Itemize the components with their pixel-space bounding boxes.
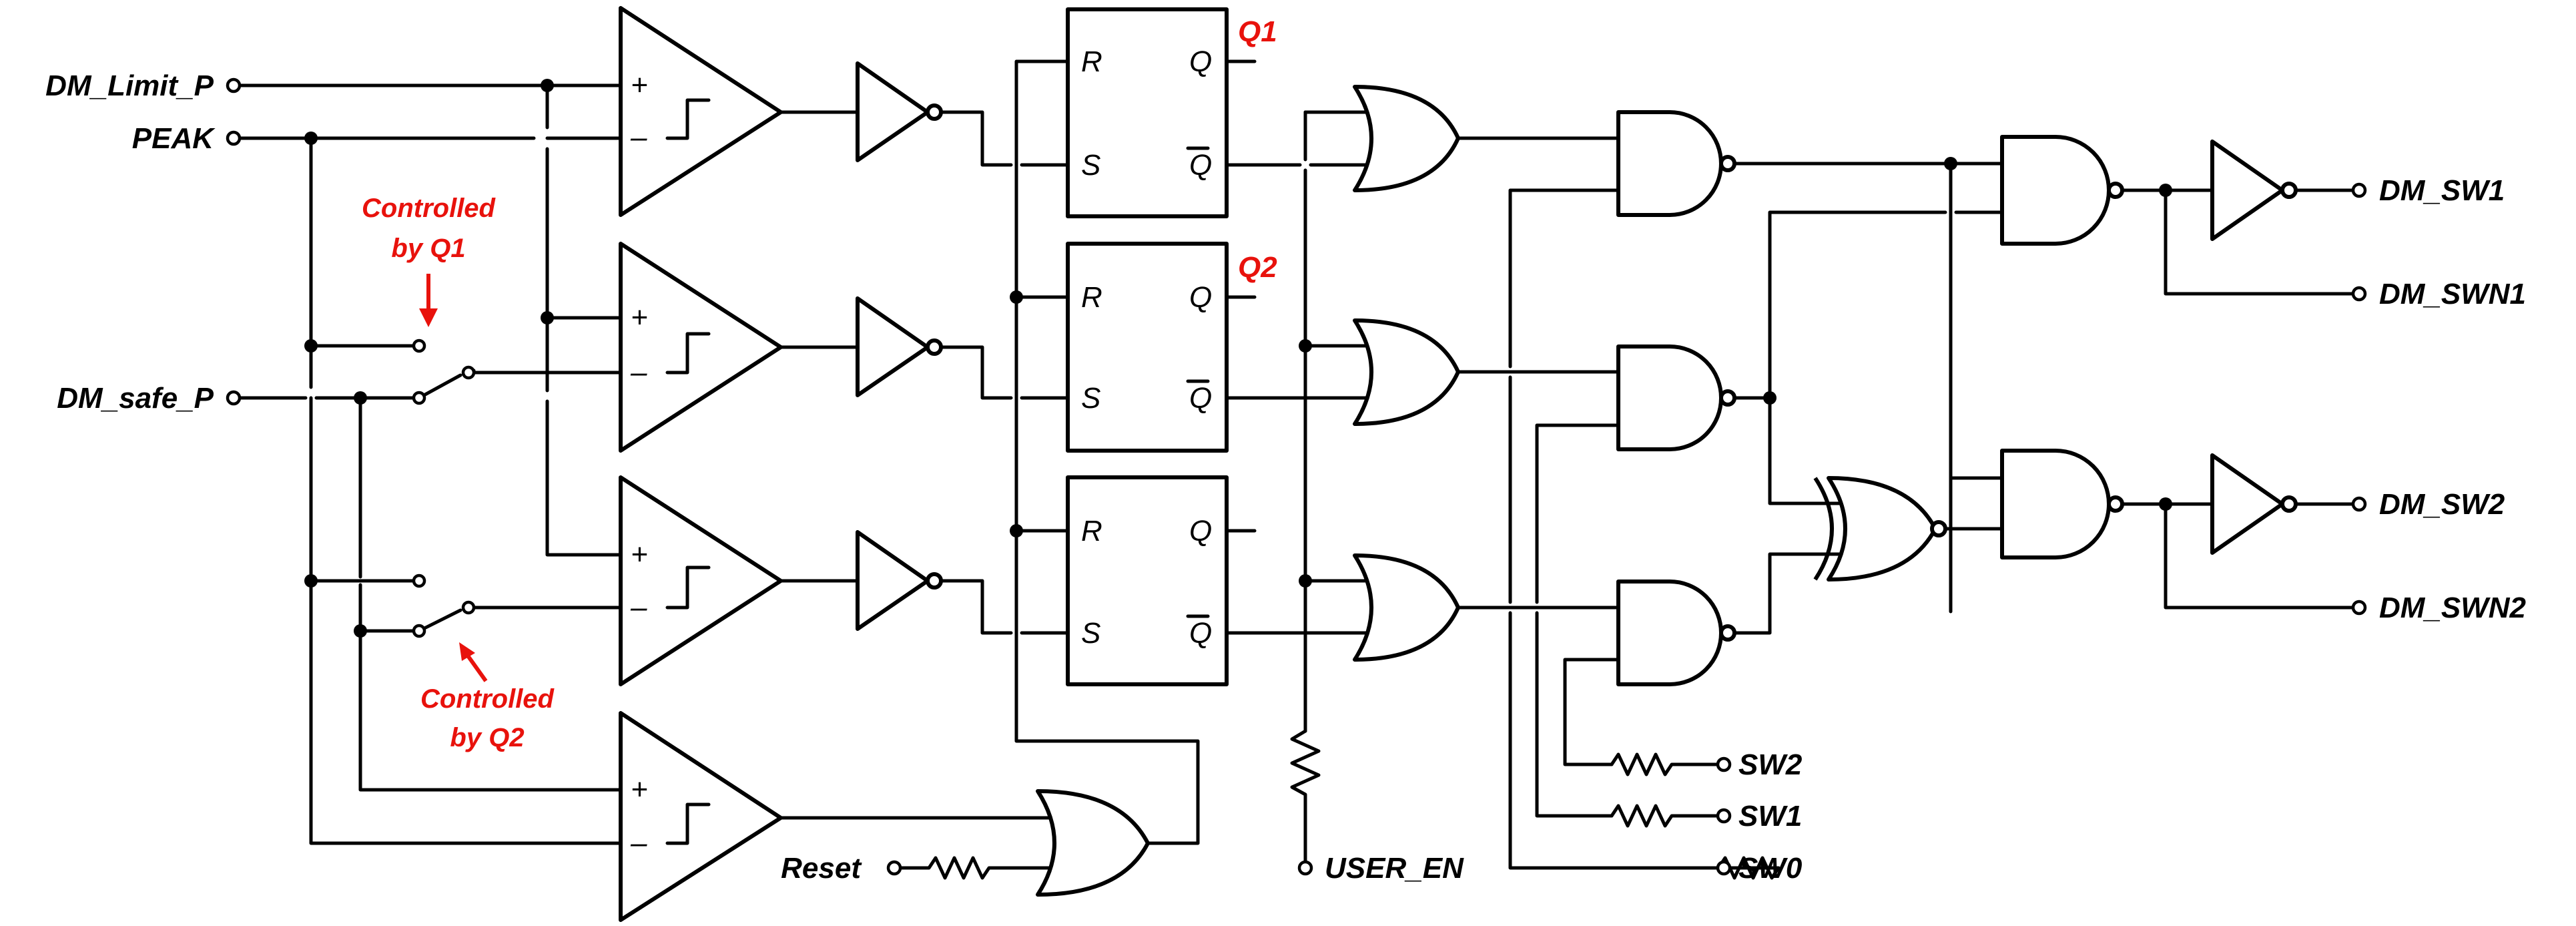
label-reset: Reset [781,852,862,885]
svg-text:+: + [631,773,648,806]
inverter-out-2 [2210,453,2298,555]
label-user-en: USER_EN [1325,852,1464,885]
label-sw1: SW1 [1738,800,1802,833]
svg-text:+: + [631,301,648,334]
svg-text:Controlled: Controlled [420,684,555,714]
label-dm-sw2: DM_SW2 [2379,488,2505,521]
inverter-3 [856,530,943,631]
comparator-1: + – [619,6,783,217]
svg-text:Q: Q [1189,149,1212,182]
arrow-down-icon [419,308,438,327]
junction-dots [304,79,2172,638]
or-gate-3 [1353,553,1460,662]
svg-text:S: S [1081,617,1100,650]
label-peak: PEAK [132,122,216,155]
or-gate-reset [1036,789,1150,897]
svg-text:Controlled: Controlled [362,194,497,223]
comparator-2: + – [619,242,783,453]
svg-text:–: – [630,121,647,154]
inverter-out-1 [2210,140,2298,241]
svg-text:Q: Q [1189,515,1212,547]
nand-gate-out-1 [2000,135,2124,246]
label-q1: Q1 [1238,15,1277,48]
inverter-2 [856,296,943,397]
xnor-gate [1813,476,1947,582]
label-dm-swn2: DM_SWN2 [2379,592,2527,624]
sr-flipflop-2: R S Q Q [1066,242,1229,453]
svg-text:by Q1: by Q1 [391,234,465,263]
label-dm-safe-p: DM_safe_P [57,382,214,415]
svg-text:Q: Q [1189,617,1212,650]
label-sw0: SW0 [1738,852,1803,885]
label-q2: Q2 [1238,251,1277,284]
comparator-4: + – [619,711,783,922]
or-gate-2 [1353,318,1460,426]
svg-text:S: S [1081,149,1100,182]
terminals [226,77,2367,876]
label-dm-swn1: DM_SWN1 [2379,278,2526,310]
wires [236,59,2354,880]
nand-gate-2 [1616,344,1736,451]
svg-text:Q: Q [1189,281,1212,314]
or-gate-1 [1353,85,1460,192]
svg-text:Q: Q [1189,382,1212,415]
switch-q1 [412,338,476,405]
svg-text:R: R [1081,281,1102,314]
sr-flipflop-3: R S Q Q [1066,475,1229,686]
label-dm-limit-p: DM_Limit_P [45,69,214,102]
svg-text:–: – [630,591,647,624]
arrow-up-icon [459,642,475,661]
svg-text:R: R [1081,45,1102,78]
inverter-1 [856,61,943,162]
nand-gate-1 [1616,110,1736,217]
svg-text:–: – [630,827,647,859]
annotation-controlled-by-q2: Controlled by Q2 [420,642,555,752]
svg-text:–: – [630,356,647,389]
svg-text:R: R [1081,515,1102,547]
annotation-controlled-by-q1: Controlled by Q1 [362,194,497,327]
nand-gate-out-2 [2000,449,2124,559]
sr-flipflop-1: R S Q Q [1066,7,1229,218]
label-dm-sw1: DM_SW1 [2379,174,2505,207]
switch-q2 [412,573,476,638]
svg-text:Q: Q [1189,45,1212,78]
svg-text:+: + [631,69,648,101]
svg-text:+: + [631,538,648,571]
comparator-3: + – [619,475,783,686]
svg-text:S: S [1081,382,1100,415]
svg-text:by Q2: by Q2 [450,723,524,752]
nand-gate-3 [1616,580,1736,686]
label-sw2: SW2 [1738,748,1803,781]
